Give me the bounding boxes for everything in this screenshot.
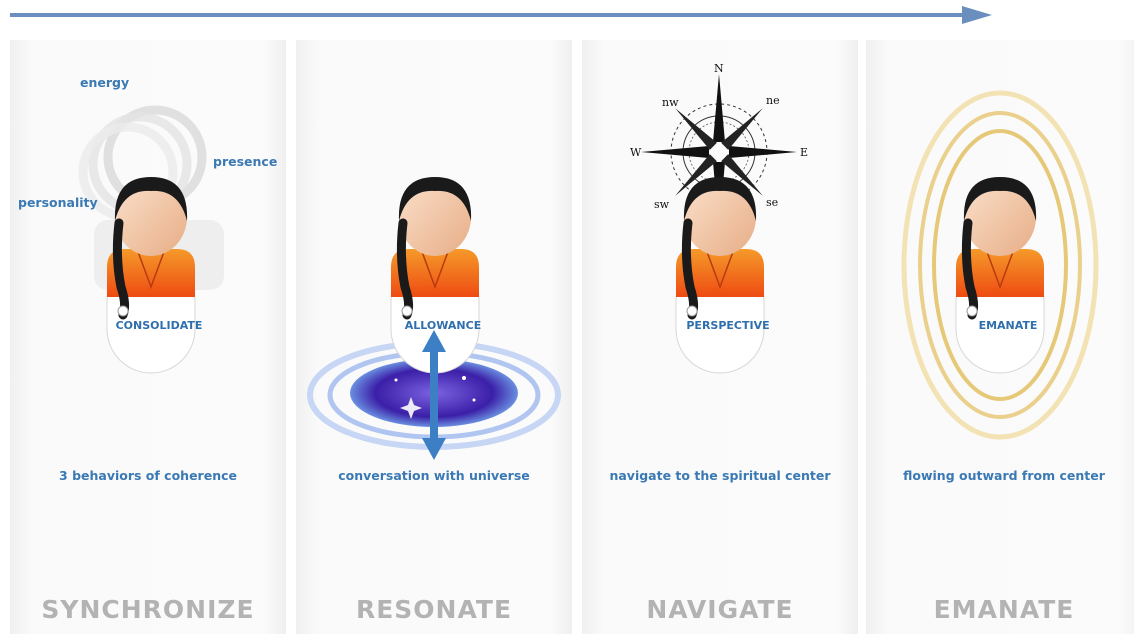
compass-sw: sw	[654, 198, 670, 211]
compass-e: E	[800, 146, 809, 159]
stage-caption: flowing outward from center	[903, 468, 1105, 483]
behavior-personality: personality	[18, 195, 98, 210]
up-down-arrow-icon	[422, 330, 446, 460]
stage-caption: navigate to the spiritual center	[609, 468, 831, 483]
stage-title: RESONATE	[355, 595, 513, 624]
figure-label: CONSOLIDATE	[115, 319, 203, 332]
figure-allowance: ALLOWANCE	[389, 137, 497, 397]
stage-panel-navigate: N ne E se sw W nw PERSPECTIVE navigate t…	[582, 40, 858, 634]
compass-n: N	[714, 62, 724, 75]
compass-w: W	[630, 146, 642, 159]
figure-label: PERSPECTIVE	[686, 319, 770, 332]
compass-ne: ne	[766, 94, 780, 107]
figure-label: EMANATE	[978, 319, 1038, 332]
stage-panel-emanate: EMANATE flowing outward from center EMAN…	[866, 40, 1134, 634]
stage-caption: conversation with universe	[338, 468, 530, 483]
figure-perspective: PERSPECTIVE	[674, 137, 782, 397]
behavior-presence: presence	[213, 154, 278, 169]
progression-arrow	[10, 6, 992, 24]
compass-se: se	[766, 196, 779, 209]
stage-title: SYNCHRONIZE	[41, 595, 255, 624]
figure-consolidate: CONSOLIDATE	[105, 137, 213, 397]
compass-rose-icon	[641, 74, 797, 230]
figure-label: ALLOWANCE	[404, 319, 482, 332]
stage-caption: 3 behaviors of coherence	[59, 468, 237, 483]
compass-nw: nw	[662, 96, 679, 109]
emanation-glow-rings	[901, 90, 1099, 440]
stage-panel-synchronize: energy presence personality CONSOLIDATE …	[10, 40, 286, 634]
stage-title: EMANATE	[933, 595, 1075, 624]
stage-title: NAVIGATE	[646, 595, 794, 624]
behavior-energy: energy	[80, 75, 130, 90]
figure-emanate: EMANATE	[954, 137, 1062, 397]
stage-panel-resonate: ALLOWANCE conversation with universe RES…	[296, 40, 572, 634]
